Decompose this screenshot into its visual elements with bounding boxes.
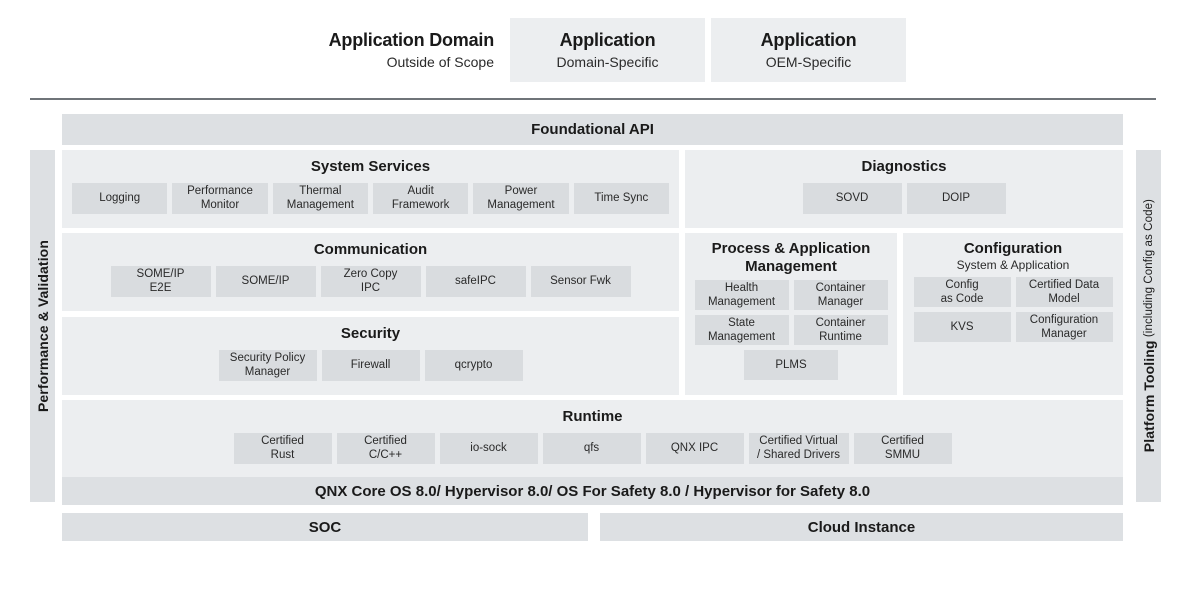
panel-title: Security [340, 325, 401, 342]
panel-configuration: Configuration System & Application Confi… [903, 233, 1123, 395]
header-card-subtitle: Domain-Specific [556, 53, 659, 70]
leaf-sovd[interactable]: SOVD [802, 182, 902, 214]
bar-cloud-instance: Cloud Instance [600, 513, 1123, 541]
rail-platform-tooling: Platform Tooling (including Config as Co… [1136, 150, 1161, 502]
leaf-time-sync[interactable]: Time Sync [573, 182, 669, 214]
leaf-doip[interactable]: DOIP [906, 182, 1006, 214]
foundational-api-label: Foundational API [531, 121, 654, 138]
rail-left-label: Performance & Validation [35, 240, 51, 412]
header-card-application-oem-specific: Application OEM-Specific [711, 18, 906, 82]
foundational-api-bar: Foundational API [62, 114, 1123, 145]
leaf-qfs[interactable]: qfs [542, 432, 641, 464]
bar-soc-label: SOC [308, 518, 342, 536]
header-card-title: Application Domain [328, 30, 495, 51]
panel-title: Communication [313, 241, 428, 258]
header-card-title: Application [760, 30, 857, 51]
header-card-application-domain-specific: Application Domain-Specific [510, 18, 705, 82]
header-divider-rule [30, 98, 1156, 100]
rail-right-label: Platform Tooling (including Config as Co… [1141, 199, 1157, 452]
leaf-qcrypto[interactable]: qcrypto [424, 349, 523, 381]
leaf-safeipc[interactable]: safeIPC [425, 265, 526, 297]
leaf-row: SOVD DOIP [695, 182, 1113, 214]
leaf-kvs[interactable]: KVS [913, 312, 1011, 343]
panel-diagnostics: Diagnostics SOVD DOIP [685, 150, 1123, 228]
application-domain-header: Application Domain Outside of Scope Appl… [0, 18, 1200, 82]
leaf-logging[interactable]: Logging [72, 182, 168, 214]
leaf-io-sock[interactable]: io-sock [439, 432, 538, 464]
panel-title: Configuration [963, 240, 1063, 257]
leaf-qnx-ipc[interactable]: QNX IPC [645, 432, 744, 464]
leaf-sensor-fwk[interactable]: Sensor Fwk [530, 265, 631, 297]
rail-performance-and-validation: Performance & Validation [30, 150, 55, 502]
panel-subtitle: System & Application [956, 257, 1070, 272]
leaf-certified-virtual-shared-drivers[interactable]: Certified Virtual/ Shared Drivers [748, 432, 849, 464]
header-card-application-domain: Application Domain Outside of Scope [294, 18, 504, 82]
bar-soc: SOC [62, 513, 588, 541]
leaf-row: PLMS [693, 350, 889, 381]
bar-qnx-core-os: QNX Core OS 8.0/ Hypervisor 8.0/ OS For … [62, 477, 1123, 505]
leaf-plms[interactable]: PLMS [744, 350, 838, 381]
panel-title: Runtime [562, 408, 623, 425]
header-card-subtitle: Outside of Scope [386, 53, 494, 70]
leaf-some-ip[interactable]: SOME/IP [215, 265, 316, 297]
bar-qnx-core-os-label: QNX Core OS 8.0/ Hypervisor 8.0/ OS For … [314, 482, 871, 500]
header-card-title: Application [559, 30, 656, 51]
panel-title: System Services [310, 158, 431, 175]
panel-title: Diagnostics [861, 158, 947, 175]
rail-left-label-main: Performance & Validation [34, 239, 51, 412]
rail-right-label-suffix: (including Config as Code) [1142, 199, 1155, 341]
header-card-subtitle: OEM-Specific [765, 53, 852, 70]
rail-right-label-main: Platform Tooling [1140, 340, 1157, 453]
leaf-firewall[interactable]: Firewall [321, 349, 420, 381]
bar-cloud-instance-label: Cloud Instance [807, 518, 916, 536]
